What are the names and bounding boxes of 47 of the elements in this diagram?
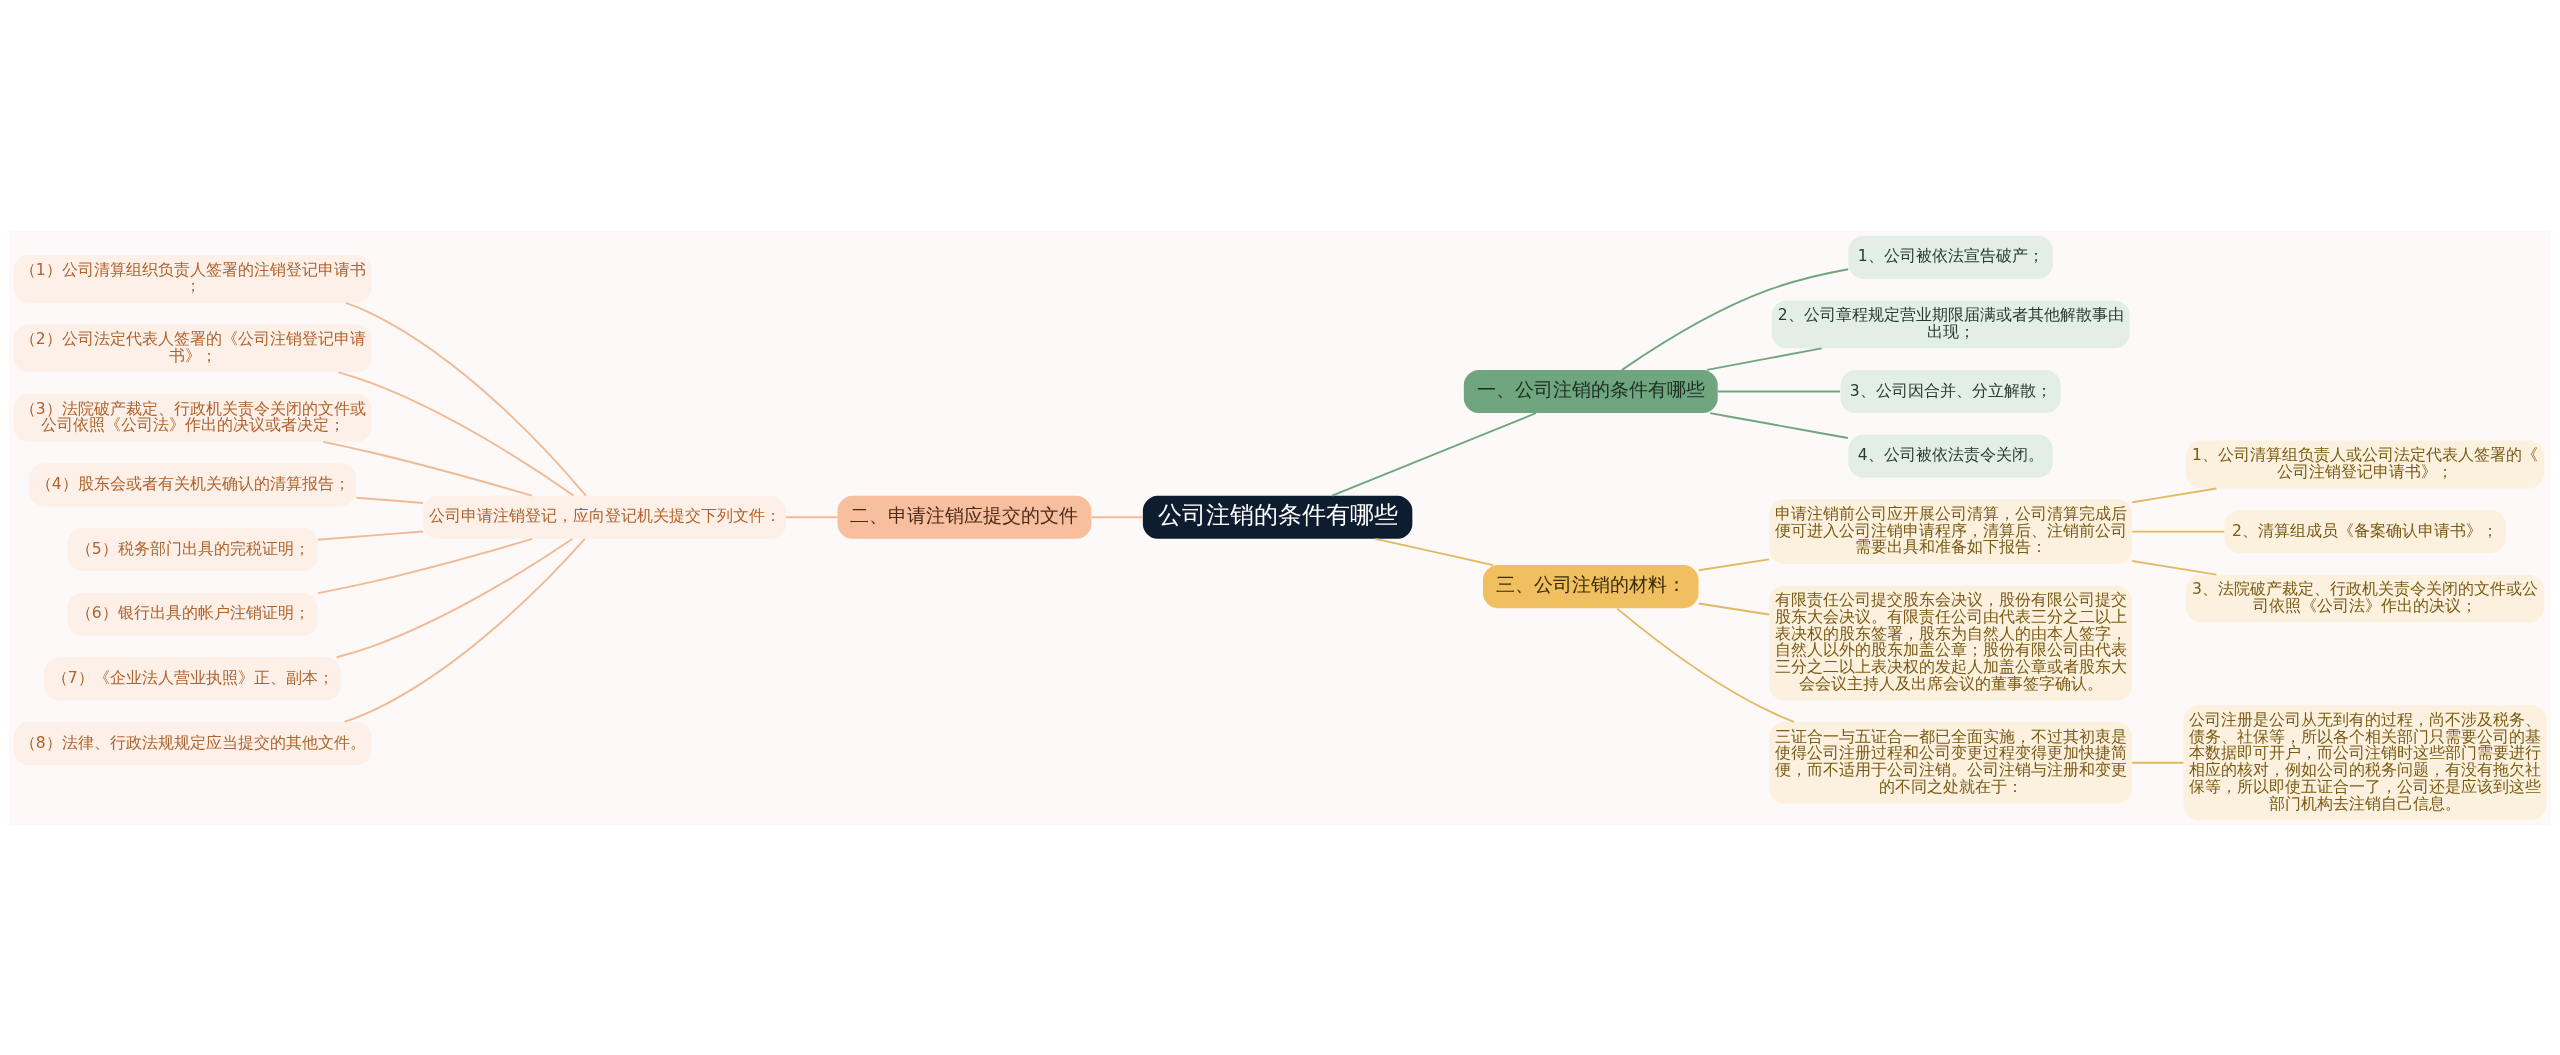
connector — [322, 440, 533, 497]
node-box: 3、公司因合并、分立解散； — [1840, 369, 2061, 413]
connector — [317, 537, 534, 594]
connector — [1706, 346, 1823, 371]
connector — [785, 515, 839, 518]
node-box: 2、清算组成员《备案确认申请书》； — [2224, 509, 2506, 553]
node-box: （2）公司法定代表人签署的《公司注销登记申请书》； — [13, 323, 372, 372]
connector — [337, 370, 575, 496]
node-box: 4、公司被依法责令关闭。 — [1848, 434, 2054, 478]
node-box: （5）税务部门出具的完税证明； — [67, 527, 318, 571]
node-box: （8）法律、行政法规规定应当提交的其他文件。 — [13, 721, 372, 765]
connector — [2131, 487, 2218, 503]
connector — [345, 301, 587, 497]
connector — [2131, 530, 2226, 533]
node-box: 公司注销的条件有哪些 — [1142, 495, 1413, 539]
connector — [335, 537, 574, 658]
connector — [1709, 411, 1849, 439]
connector — [1717, 390, 1841, 392]
connector — [1697, 557, 1770, 571]
connector — [1331, 411, 1537, 497]
node-box: 三证合一与五证合一都已全面实施，不过其初衷是使得公司注册过程和公司变更过程变得更加快捷简便，而不适用于公司注销。公司注销与注册和变更的不同之处就在于： — [1769, 721, 2133, 803]
connector — [343, 537, 586, 723]
connector — [2131, 559, 2218, 576]
node-box: （6）银行出具的帐户注销证明； — [67, 592, 318, 636]
connector — [2131, 761, 2185, 764]
node-box: （7）《企业法人营业执照》正、副本； — [44, 656, 342, 700]
node-box: 1、公司被依法宣告破产； — [1848, 235, 2054, 279]
node-box: 申请注销前公司应开展公司清算，公司清算完成后便可进入公司注销申请程序，清算后、注销前公司需要出具和准备如下报告： — [1769, 498, 2133, 564]
connector — [1090, 515, 1144, 518]
node-box: 有限责任公司提交股东会决议，股份有限公司提交股东大会决议。有限责任公司由代表三分之二以上表决权的股东签署，股东为自然人的由本人签字，自然人以外的股东加盖公章；股份有限公司由代表三分之二以上表决权的发起人加盖公章或者股东大会会议主持人及出席会议的董事签字确认。 — [1769, 585, 2133, 700]
connector — [1616, 607, 1795, 723]
connector — [1697, 602, 1770, 615]
connector — [1374, 537, 1494, 566]
node-box: 公司申请注销登记，应向登记机关提交下列文件： — [423, 495, 786, 539]
node-box: （1）公司清算组织负责人签署的注销登记申请书； — [13, 254, 372, 303]
node-box: 一、公司注销的条件有哪些 — [1463, 369, 1718, 413]
connector — [355, 496, 424, 504]
connector — [1621, 267, 1850, 371]
node-box: 1、公司清算组负责人或公司法定代表人签署的《公司注销登记申请书》； — [2185, 440, 2545, 488]
node-box: （4）股东会或者有关机关确认的清算报告； — [29, 462, 357, 506]
node-box: 三、公司注销的材料： — [1483, 564, 1699, 608]
node-box: 公司注册是公司从无到有的过程，尚不涉及税务、债务、社保等，所以各个相关部门只需要公司的基本数据即可开户，而公司注销时这些部门需要进行相应的核对，例如公司的税务问题，有没有拖欠社保等，所以即使五证合一了，公司还是应该到这些部门机构去注销自己信息。 — [2183, 704, 2547, 820]
node-box: 3、法院破产裁定、行政机关责令关闭的文件或公司依照《公司法》作出的决议； — [2185, 574, 2545, 623]
node-box: 二、申请注销应提交的文件 — [837, 495, 1092, 539]
node-box: 2、公司章程规定营业期限届满或者其他解散事由出现； — [1771, 299, 2130, 348]
node-box: （3）法院破产裁定、行政机关责令关闭的文件或公司依照《公司法》作出的决议或者决定； — [13, 393, 372, 442]
connector — [316, 530, 425, 541]
